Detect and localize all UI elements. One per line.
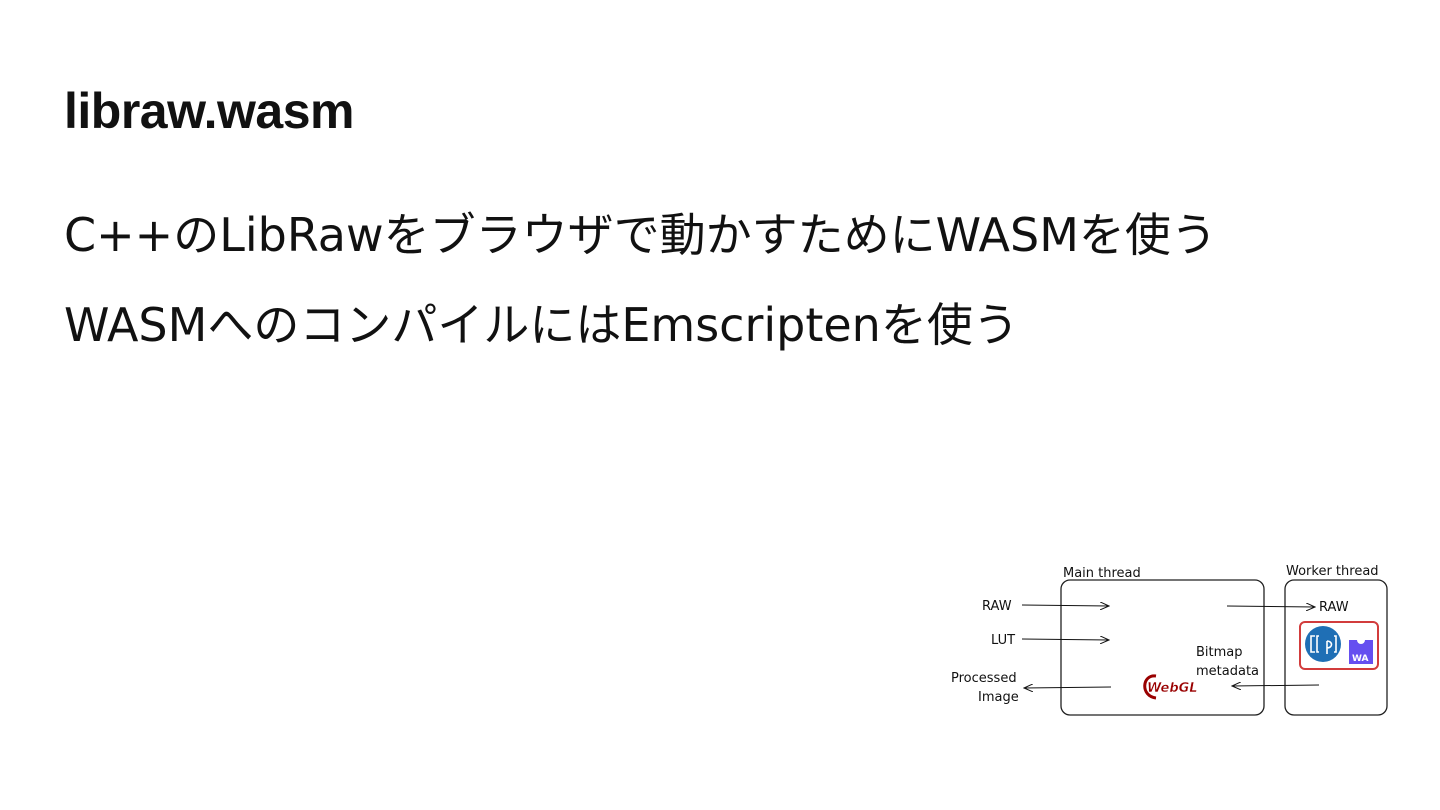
raw-input-arrow: [1021, 605, 1109, 606]
bitmap-arrow: [1232, 685, 1320, 686]
worker-logos-frame: [1299, 621, 1379, 670]
slide-title: libraw.wasm: [64, 83, 354, 139]
bullet-item: WASMへのコンパイルにはEmscriptenを使う: [64, 298, 1019, 352]
lut-input-label: LUT: [991, 633, 1015, 648]
worker-thread-box: [1284, 579, 1388, 716]
worker-thread-label: Worker thread: [1286, 564, 1379, 579]
main-thread-label: Main thread: [1063, 566, 1141, 581]
bullet-item: C++のLibRawをブラウザで動かすためにWASMを使う: [64, 208, 1217, 262]
metadata-label: metadata: [1196, 664, 1259, 679]
output-arrow: [1024, 687, 1112, 688]
raw-input-label: RAW: [982, 599, 1012, 614]
thread-architecture-diagram: Main thread Worker thread RAW LUT Proces…: [951, 564, 1388, 716]
raw-to-worker-arrow: [1226, 606, 1315, 607]
bullet-list: C++のLibRawをブラウザで動かすためにWASMを使う WASMへのコンパイ…: [64, 190, 1217, 370]
wasm-logo-text: WA: [1352, 654, 1369, 664]
image-label: Image: [978, 690, 1019, 705]
webassembly-logo-icon: WA: [1349, 640, 1373, 664]
worker-raw-label: RAW: [1319, 600, 1349, 615]
webgl-logo-icon: WebGL: [1143, 674, 1198, 700]
emscripten-logo-icon: [1305, 626, 1341, 662]
main-thread-box: [1060, 579, 1265, 716]
webgl-logo-text: WebGL: [1147, 681, 1198, 696]
lut-input-arrow: [1021, 639, 1109, 640]
bitmap-label: Bitmap: [1196, 645, 1243, 660]
processed-label: Processed: [951, 671, 1017, 686]
